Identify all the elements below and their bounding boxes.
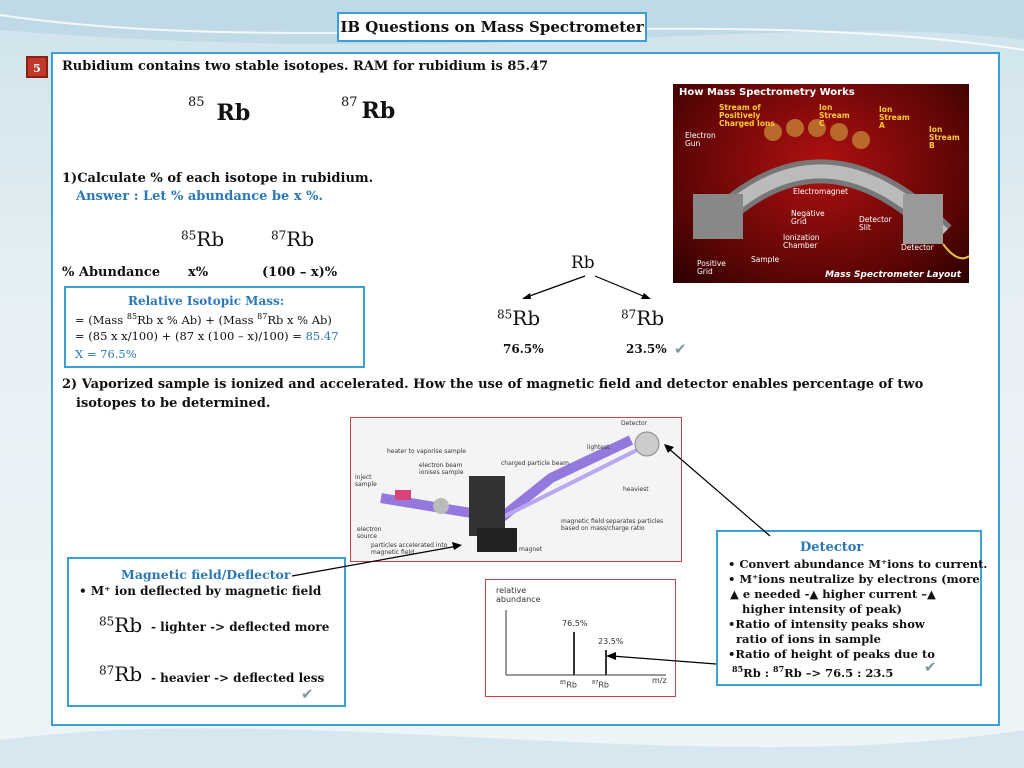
ram-line1: = (Mass 85Rb x % Ab) + (Mass 87Rb x % Ab…: [75, 312, 332, 327]
checkmark-icon: ✔: [301, 685, 314, 703]
up-arrow-icon: ▲: [809, 587, 819, 601]
detector-box: Detector • Convert abundance M⁺ions to c…: [716, 530, 987, 686]
detector-heading: Detector: [800, 540, 864, 555]
abundance-rest: (100 – x)%: [262, 265, 338, 280]
detector-line1: • Convert abundance M⁺ions to current.: [728, 557, 988, 571]
q2-text-line2: isotopes to be determined.: [76, 396, 271, 411]
ram-line3: X = 76.5%: [75, 347, 137, 361]
tree-pct-85: 76.5%: [503, 342, 544, 356]
detector-line5: •Ratio of intensity peaks show: [728, 617, 925, 631]
detector-line7: •Ratio of height of peaks due to: [728, 647, 935, 661]
detector-line3: ▲ e needed -▲ higher current –▲: [730, 587, 936, 601]
slide-title: IB Questions on Mass Spectrometer: [337, 12, 647, 42]
abundance-label: % Abundance: [62, 265, 161, 280]
detector-line4: higher intensity of peak): [742, 602, 902, 616]
heavier-text: - heavier -> deflected less: [151, 671, 325, 685]
magnetic-field-box: Magnetic field/Deflector • M⁺ ion deflec…: [67, 557, 346, 707]
lighter-text: - lighter -> deflected more: [151, 620, 330, 634]
checkmark-icon: ✔: [924, 658, 937, 676]
magnetic-isotope-85: 85Rb: [99, 613, 143, 637]
mass-spectrometer-illustration: How Mass Spectrometry Works Stream of Po…: [673, 84, 969, 283]
tree-root: Rb: [571, 253, 595, 273]
ram-heading: Relative Isotopic Mass:: [128, 294, 285, 308]
isotope-87-mid: 87Rb: [271, 227, 315, 251]
tree-arrows: [522, 275, 651, 299]
magnetic-bullet: • M⁺ ion deflected by magnetic field: [79, 584, 322, 598]
up-arrow-icon: ▲: [927, 587, 936, 601]
q2-text-line1: 2) Vaporized sample is ionized and accel…: [62, 377, 924, 392]
mass-spectrum: relative abundance 76.5% 23.5% m/z 85Rb …: [485, 579, 676, 697]
magnetic-heading: Magnetic field/Deflector: [121, 567, 291, 582]
abundance-x: x%: [188, 265, 209, 280]
detector-line8: 85Rb : 87Rb –> 76.5 : 23.5: [732, 664, 894, 680]
detector-line2: • M⁺ions neutralize by electrons (more: [728, 572, 980, 586]
detector-line6: ratio of ions in sample: [736, 632, 881, 646]
apparatus-illustration: Detector heater to vaporise sample elect…: [350, 417, 682, 562]
tree-isotope-85: 85Rb: [497, 306, 541, 330]
isotope-85-mid: 85Rb: [181, 227, 225, 251]
up-arrow-icon: ▲: [730, 587, 739, 601]
magnetic-isotope-87: 87Rb: [99, 662, 143, 686]
ram-line2: = (85 x x/100) + (87 x (100 – x)/100) = …: [75, 329, 339, 343]
q1-answer: Answer : Let % abundance be x %.: [76, 189, 323, 204]
tree-pct-87: 23.5%: [626, 342, 667, 356]
question-number-badge: 5: [26, 56, 48, 78]
checkmark-icon: ✔: [674, 340, 687, 358]
q1-text: 1)Calculate % of each isotope in rubidiu…: [62, 171, 374, 186]
intro-text: Rubidium contains two stable isotopes. R…: [62, 59, 549, 74]
tree-isotope-87: 87Rb: [621, 306, 665, 330]
ram-calculation-box: Relative Isotopic Mass: = (Mass 85Rb x %…: [64, 286, 365, 368]
